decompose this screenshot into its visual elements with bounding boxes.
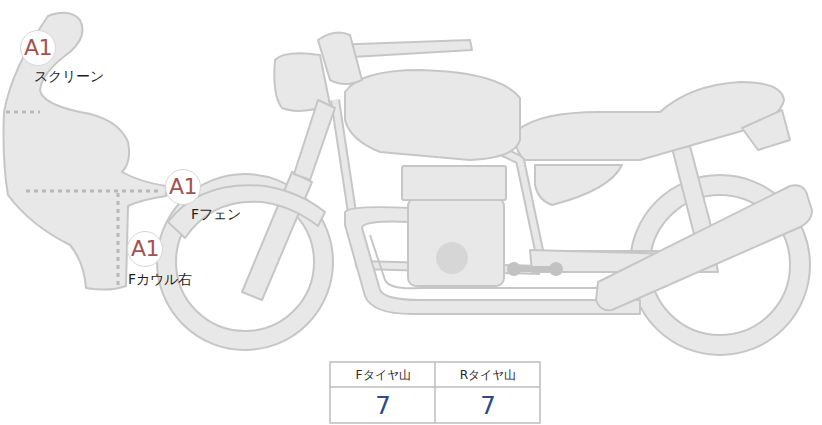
panel-division (6, 112, 160, 286)
fairing (4, 13, 167, 290)
rear-shock (672, 146, 712, 234)
callout-number: A1 (169, 176, 197, 198)
callout-number: A1 (131, 238, 159, 260)
part-name: Fカウル右 (128, 272, 192, 287)
bike-body (157, 32, 812, 355)
engine-block (408, 198, 504, 286)
part-name: スクリーン (34, 69, 104, 84)
engine-head (402, 166, 506, 200)
frame-outline (330, 70, 690, 255)
front-fork-upper (294, 100, 335, 180)
table-border (330, 362, 540, 423)
foot-peg-end (549, 262, 563, 276)
cowl-division (117, 193, 120, 286)
meter (318, 32, 362, 84)
callout-circle: A1Fカウル右 (127, 231, 163, 267)
foot-peg (507, 262, 563, 276)
muffler (596, 185, 812, 310)
part-name: Fフェン (191, 207, 241, 222)
side-cover (535, 165, 622, 205)
callout-circle: A1Fフェン (165, 169, 201, 205)
frame-tube (330, 70, 690, 255)
fuel-tank (345, 70, 520, 160)
table-column-line (434, 362, 436, 423)
cowl-division (26, 190, 160, 193)
callout-circle: A1スクリーン (20, 30, 56, 66)
table-header: Rタイヤ山 (436, 363, 540, 387)
tail-light (742, 110, 790, 150)
table-value: 7 (331, 388, 435, 423)
engine-cover (436, 242, 468, 274)
screen-division (6, 111, 40, 114)
table-value: 7 (436, 388, 540, 423)
tread-table-grid (330, 362, 540, 423)
foot-peg-end (507, 262, 521, 276)
seat (516, 82, 784, 160)
callout-number: A1 (24, 37, 52, 59)
table-header: Fタイヤ山 (331, 363, 435, 387)
